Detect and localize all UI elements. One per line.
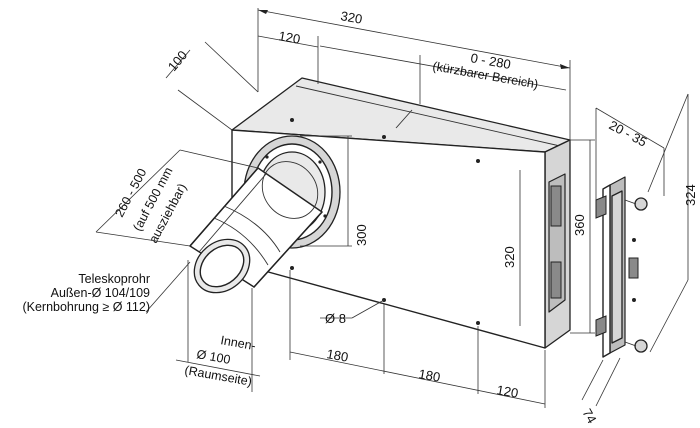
dim-74: 74 (579, 406, 599, 426)
dim-120-top: 120 (277, 28, 301, 47)
note-inner-line3: (Raumseite) (183, 363, 252, 389)
note-inner-line2: Ø 100 (195, 347, 231, 367)
note-inner-line1: Innen- (219, 333, 256, 353)
dim-0-280: 0 - 280 (469, 50, 511, 72)
dim-320-rear: 320 (502, 246, 517, 268)
dim-100: 100 (165, 48, 190, 74)
dim-120-bottom: 120 (495, 382, 519, 401)
note-tube-line3: (Kernbohrung ≥ Ø 112) (22, 300, 150, 314)
dim-hole-diameter: Ø 8 (325, 311, 346, 326)
dim-300: 300 (354, 224, 369, 246)
note-tube-line2: Außen-Ø 104/109 (51, 286, 150, 300)
notes: Teleskoprohr Außen-Ø 104/109 (Kernbohrun… (22, 272, 256, 389)
dim-320-top: 320 (339, 8, 363, 27)
dim-180-left: 180 (325, 346, 349, 365)
side-plate (595, 176, 648, 358)
telescope-tube (189, 161, 323, 294)
dim-20-35: 20 - 35 (607, 117, 650, 149)
dimension-lines (95, 8, 689, 408)
dim-180-right: 180 (417, 366, 441, 385)
note-tube-line1: Teleskoprohr (78, 272, 150, 286)
dim-360: 360 (572, 214, 587, 236)
dim-324: 324 (683, 184, 698, 206)
housing-box (231, 77, 571, 349)
